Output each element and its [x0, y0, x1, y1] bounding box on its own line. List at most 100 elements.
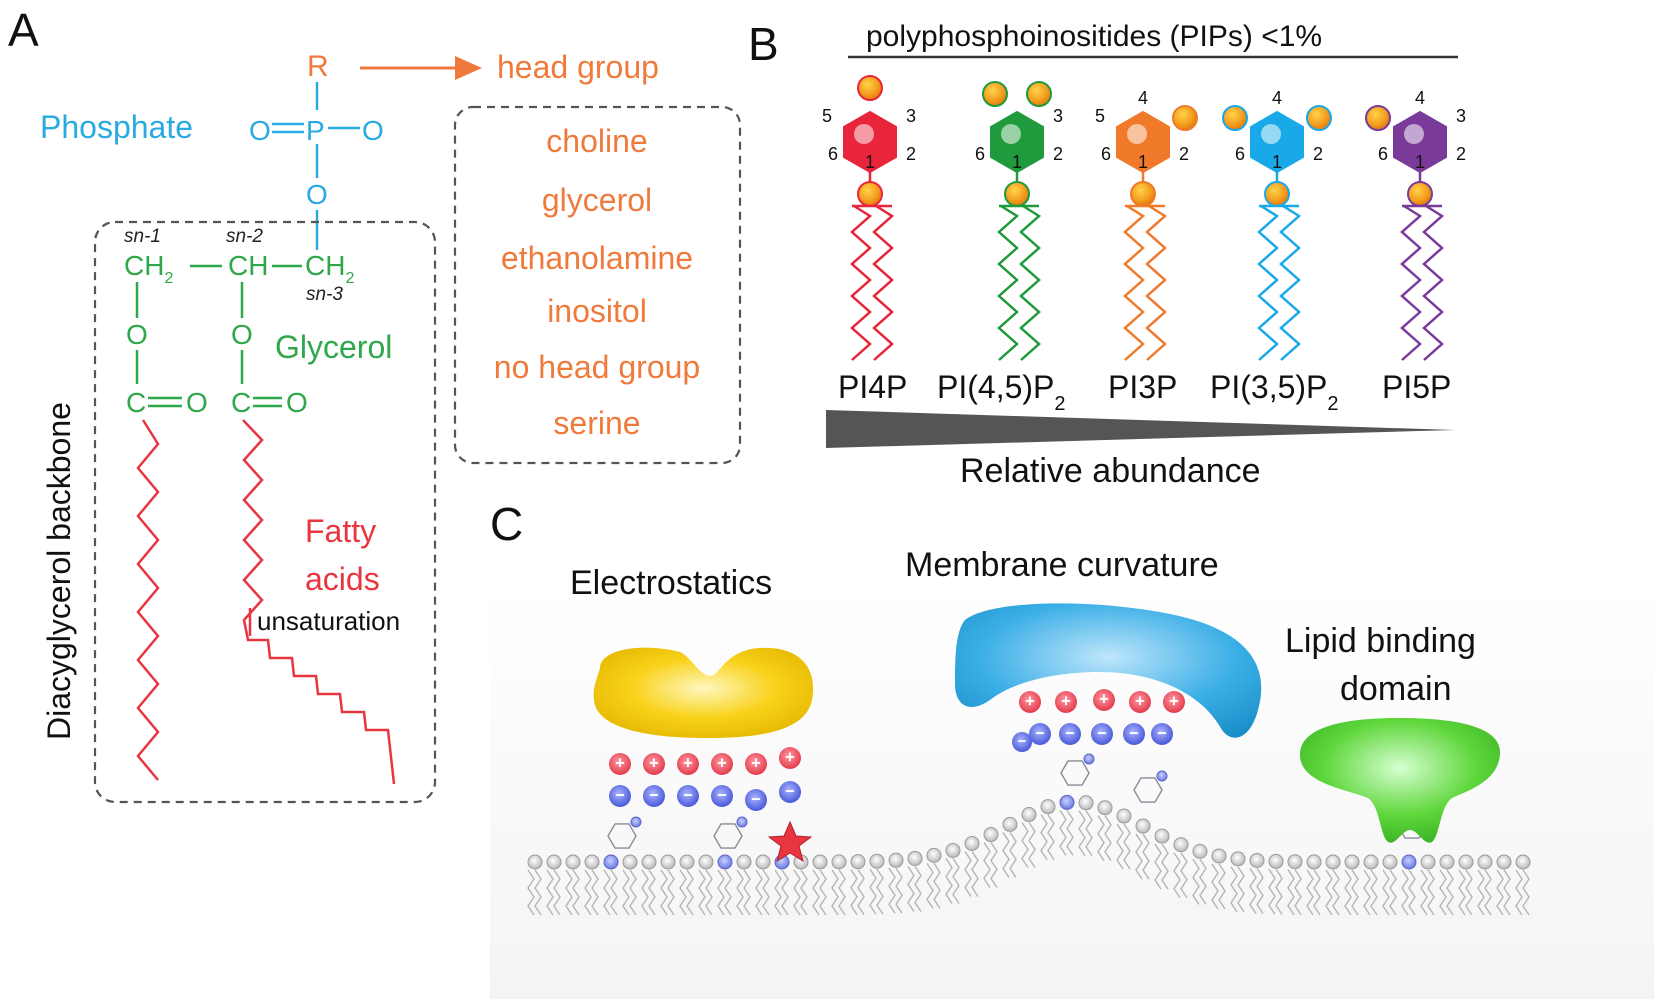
ch2-sn3: CH2 — [305, 250, 354, 287]
phosphate-o-left: O — [249, 115, 271, 146]
plus-sign: + — [751, 755, 761, 773]
plus-sign: + — [1099, 691, 1109, 709]
carbonyl-o-sn1: O — [186, 387, 208, 418]
phosphate-label: Phosphate — [40, 109, 193, 145]
lipid-head — [1002, 816, 1018, 832]
positive-charge: + — [609, 753, 631, 775]
phosphate-ball — [1026, 81, 1052, 107]
lipid-tail — [800, 869, 808, 916]
ring-highlight — [1261, 124, 1281, 144]
lipid-tail — [1344, 869, 1352, 916]
lipid-tail — [1313, 869, 1321, 916]
negative-charge-ball — [779, 781, 801, 803]
positive-charge-ball — [1163, 691, 1185, 713]
inositol-ring — [713, 823, 743, 849]
sn2-label: sn-2 — [226, 226, 263, 247]
positive-charge-ball — [1055, 691, 1077, 713]
lipid-tail — [850, 204, 873, 361]
head-group-item: glycerol — [542, 182, 652, 218]
lipid-head — [1116, 808, 1132, 824]
ring-position-label: 6 — [1378, 144, 1388, 164]
pip-name-label: PI(4,5)P2 — [937, 369, 1066, 415]
curvature-label: Membrane curvature — [905, 546, 1219, 584]
lipid-tail — [869, 868, 877, 915]
ring-position-label: 1 — [1138, 152, 1148, 172]
lipid-tail — [1116, 823, 1124, 870]
lipid-head — [1154, 828, 1170, 844]
inositol-ring — [607, 823, 637, 849]
negative-charge-ball — [643, 785, 665, 807]
lipid-head — [660, 854, 676, 870]
lipid-tail — [926, 862, 934, 909]
carbonyl-c-sn2: C — [231, 387, 251, 418]
ring-position-label: 2 — [1456, 144, 1466, 164]
lipid-tail — [819, 869, 827, 916]
fatty-acid-chain-sn1 — [136, 419, 160, 781]
lipid-tail — [553, 869, 561, 916]
lipid-tail — [1135, 833, 1143, 880]
lipid-head — [546, 854, 562, 870]
ring-highlight — [1404, 124, 1424, 144]
lipid-tail — [1363, 869, 1371, 916]
lipid-tail — [1078, 810, 1086, 857]
lipid-tail — [1420, 869, 1428, 916]
minus-sign: − — [1018, 733, 1027, 750]
negative-charge: − — [609, 785, 631, 807]
lipid-tail — [641, 869, 649, 916]
lipid-head — [584, 854, 600, 870]
lipid-head — [1420, 854, 1436, 870]
ring-position-label: 6 — [828, 144, 838, 164]
phosphate-ball — [1004, 181, 1030, 207]
lipid-tail — [679, 869, 687, 916]
phosphate-dot — [1083, 753, 1095, 765]
lipid-tail — [1477, 869, 1485, 916]
lipid-tail — [1306, 869, 1314, 916]
fatty-acid-chains — [136, 419, 396, 785]
ring-position-label: 2 — [1313, 144, 1323, 164]
phosphate-ball — [1222, 105, 1248, 131]
head-group-arrow-head — [455, 56, 482, 80]
plus-sign: + — [1061, 693, 1071, 711]
unsaturation-label: unsaturation — [257, 606, 400, 636]
lipid-tail — [1401, 869, 1409, 916]
lipid-tail — [1465, 869, 1473, 916]
pip-name-label: PI5P — [1382, 369, 1451, 405]
lipid-tail — [1422, 204, 1445, 361]
lipid-tail — [812, 869, 820, 916]
fatty-acids-label-1: Fatty — [305, 513, 376, 549]
lipid-tail — [610, 869, 618, 916]
phosphate-p: P — [306, 115, 325, 146]
lipid-tail — [1503, 869, 1511, 916]
positive-charge-ball — [711, 753, 733, 775]
phosphate-ball — [1172, 105, 1198, 131]
lipid-tail — [1180, 852, 1188, 899]
lipid-tail — [1400, 204, 1423, 361]
head-groups-box — [453, 105, 742, 465]
positive-charge: + — [1129, 691, 1151, 713]
lipid-head — [1382, 854, 1398, 870]
negative-charge-ball — [711, 785, 733, 807]
lipid-tail — [584, 869, 592, 916]
lipid-head — [1230, 851, 1246, 867]
lipid-head — [527, 854, 543, 870]
lipid-head — [869, 853, 885, 869]
lipid-tail — [686, 869, 694, 916]
lipid-head — [1268, 853, 1284, 869]
lipid-head — [983, 827, 999, 843]
negative-charge: − — [711, 785, 733, 807]
carbonyl-o-sn2: O — [286, 387, 308, 418]
positive-charge-ball — [643, 753, 665, 775]
carbonyl-c-sn1: C — [126, 387, 146, 418]
lipid-tail — [1256, 868, 1264, 914]
lipid-tail — [603, 869, 611, 916]
lipid-tail — [1173, 852, 1181, 899]
lipid-tail — [1002, 832, 1010, 878]
lipid-tail — [1427, 869, 1435, 916]
negative-charge: − — [1012, 732, 1032, 752]
lipid-head — [831, 854, 847, 870]
pip-name-label: PI3P — [1108, 369, 1177, 405]
plus-sign: + — [785, 749, 795, 767]
